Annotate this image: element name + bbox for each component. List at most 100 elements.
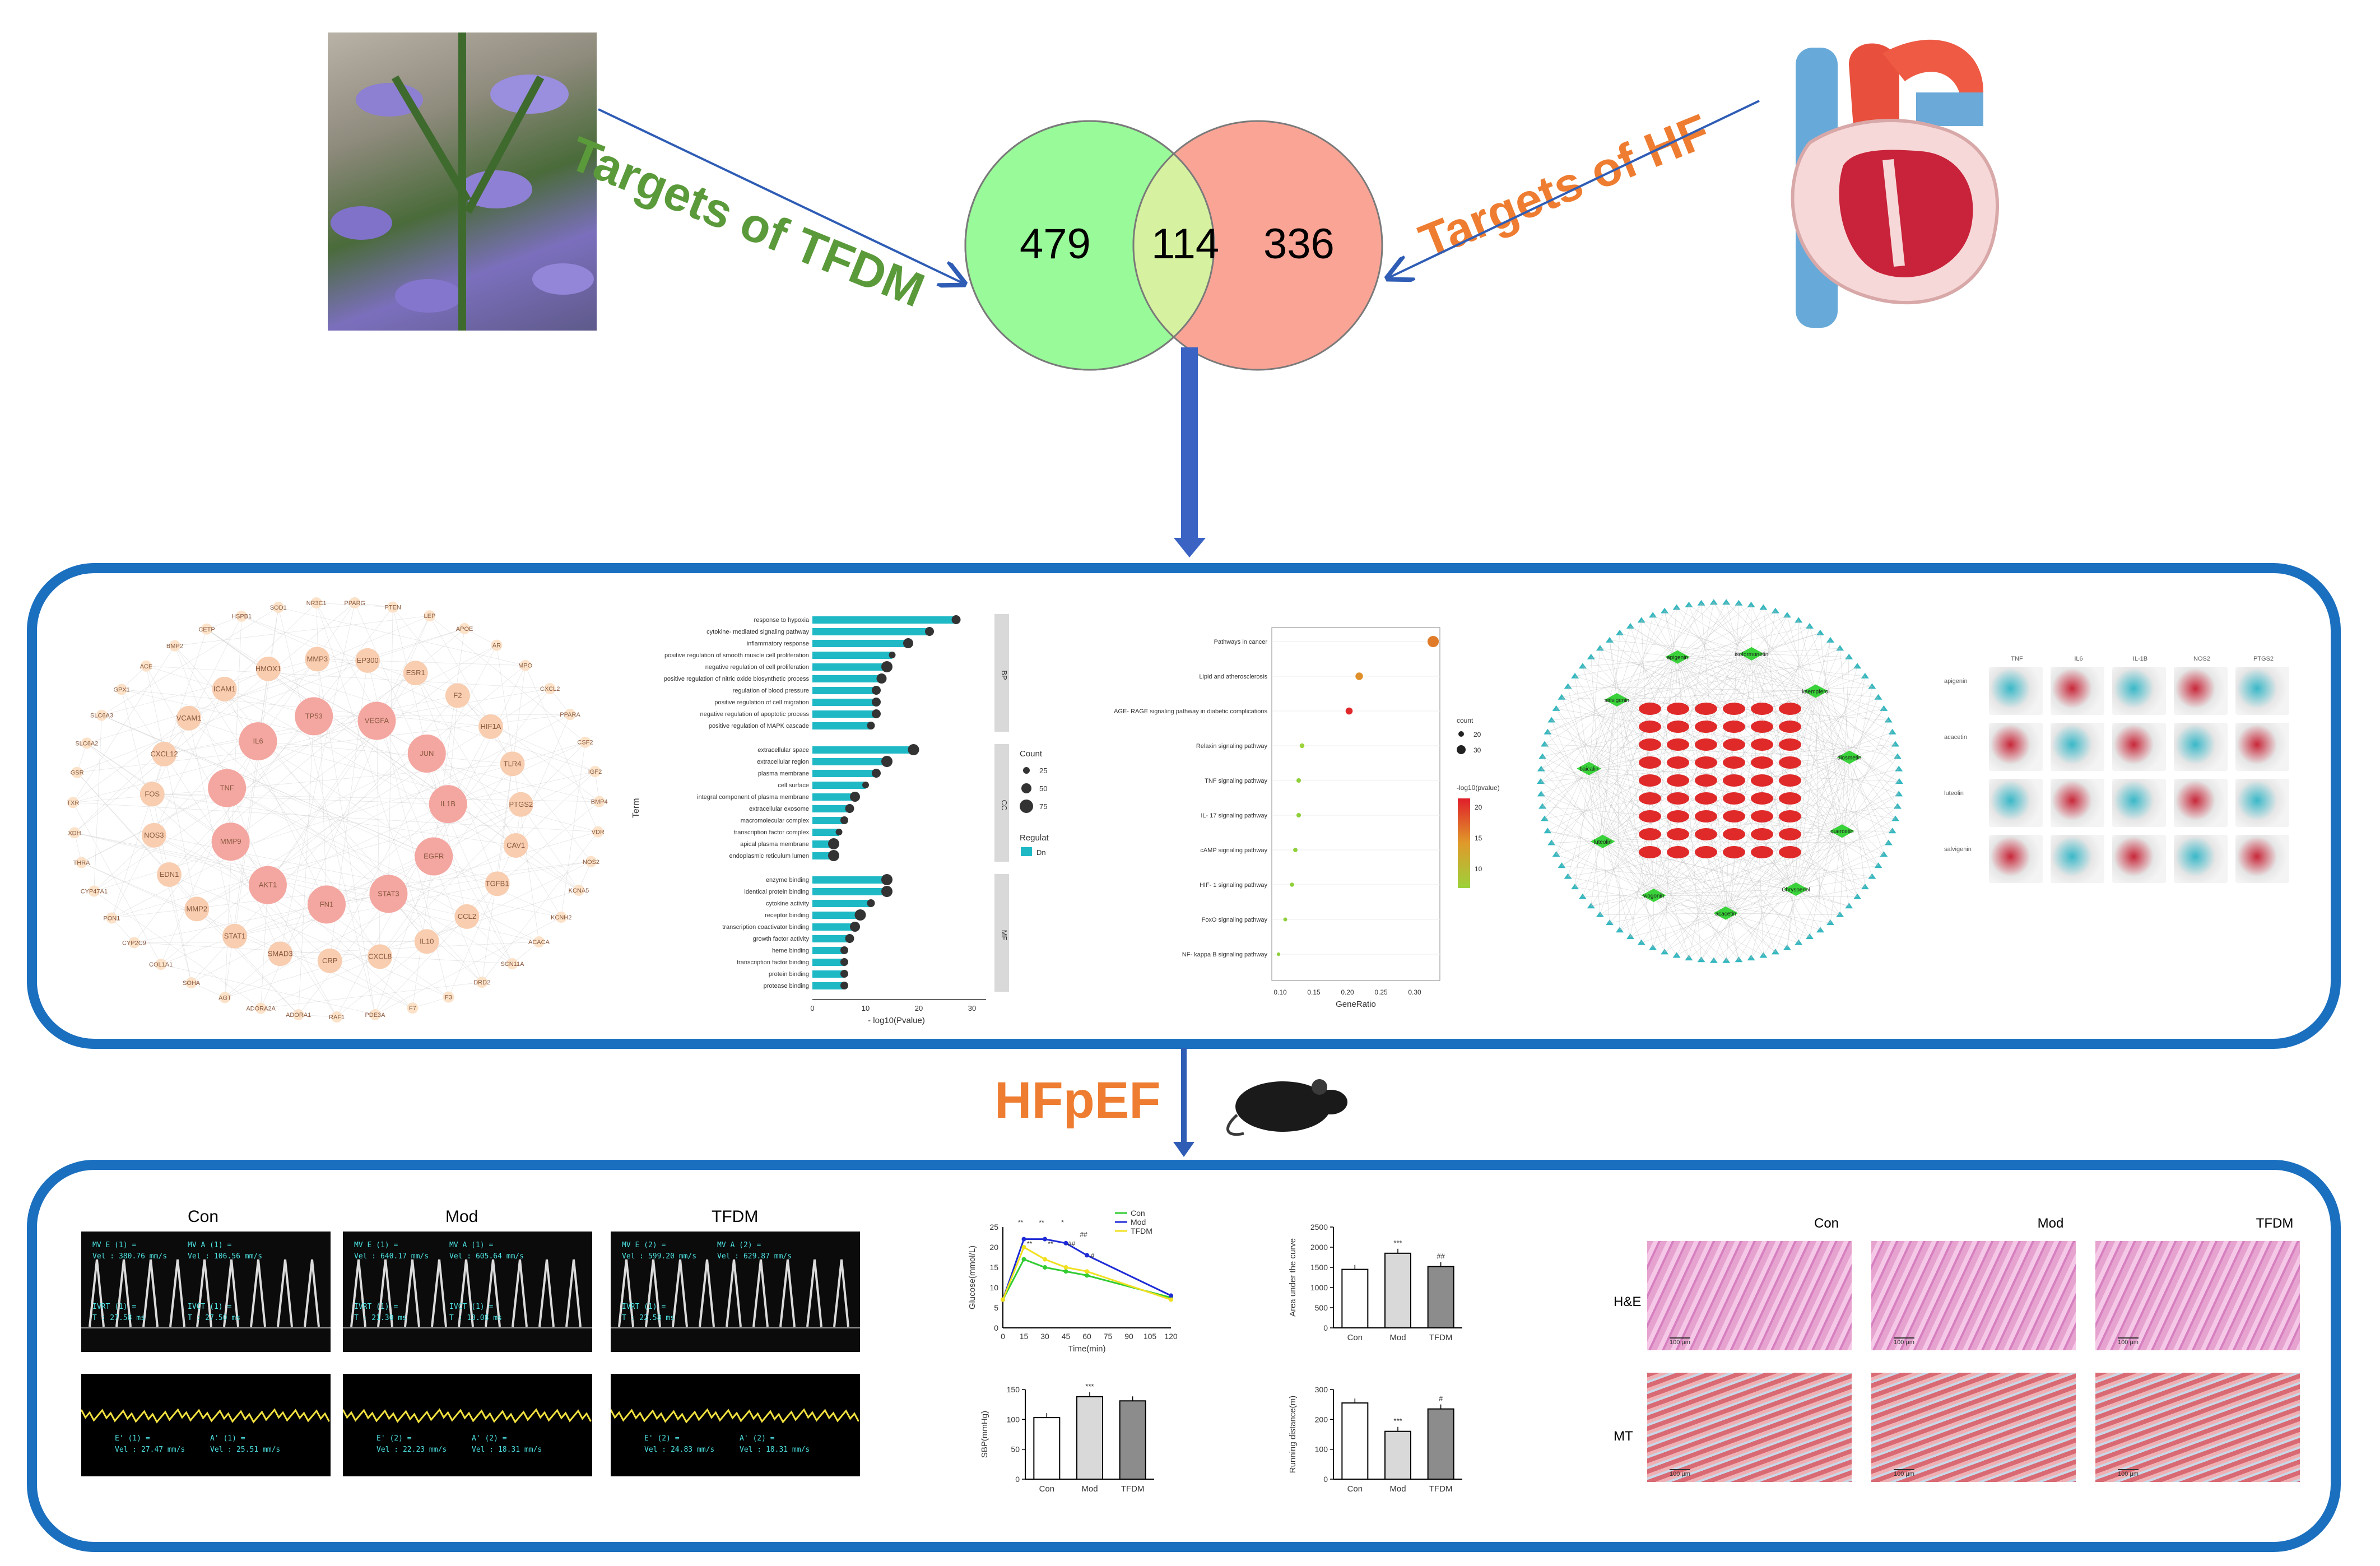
ppi-node bbox=[317, 948, 342, 973]
chart-y-tick-label: 25 bbox=[989, 1223, 998, 1232]
ppi-node bbox=[429, 785, 467, 824]
ppi-node-label: AR bbox=[492, 643, 501, 649]
ctn-hub-node bbox=[1695, 828, 1717, 840]
ppi-node-label: CXCL2 bbox=[540, 686, 560, 693]
ppi-edge bbox=[174, 645, 380, 957]
ppi-network: VEGFAJUNIL1BEGFRSTAT3FN1AKT1MMP9TNFIL6TP… bbox=[67, 597, 608, 1023]
ctn-compound-node bbox=[1577, 761, 1602, 775]
ctn-target-node bbox=[1893, 753, 1902, 759]
ctn-edge bbox=[1726, 819, 1896, 914]
chart-significance-label: ## bbox=[1437, 1252, 1445, 1261]
ctn-edge bbox=[1547, 732, 1654, 896]
ppi-edge bbox=[280, 602, 355, 954]
ctn-target-node bbox=[1735, 600, 1743, 606]
ctn-edge bbox=[1568, 699, 1617, 877]
chart-legend-label: TFDM bbox=[1131, 1226, 1152, 1235]
ppi-edge bbox=[77, 660, 368, 773]
ppi-edge bbox=[94, 891, 261, 1009]
ppi-node-label: PPARG bbox=[344, 600, 365, 607]
ppi-edge bbox=[121, 689, 165, 755]
ppi-edge bbox=[81, 862, 281, 954]
echo-measurement-text: T : 27.50 ms bbox=[188, 1314, 240, 1322]
ctn-hub-node bbox=[1779, 846, 1801, 858]
ppi-node-label: NOS2 bbox=[583, 859, 599, 866]
dock-row-label: luteolin bbox=[1944, 790, 1964, 797]
ctn-compound-label: quercetin bbox=[1830, 829, 1853, 835]
ppi-edge bbox=[94, 835, 155, 891]
ctn-edge bbox=[1616, 699, 1653, 948]
ctn-edge bbox=[1542, 756, 1796, 890]
ctn-edge bbox=[1787, 615, 1843, 831]
echo-doppler-panel bbox=[343, 1232, 592, 1352]
ppi-node bbox=[593, 796, 605, 807]
ppi-node-label: ESR1 bbox=[406, 668, 425, 677]
ctn-edge bbox=[1849, 757, 1896, 819]
ctn-edge bbox=[1751, 653, 1899, 794]
chart-y-tick-label: 300 bbox=[1315, 1385, 1328, 1394]
ppi-edge bbox=[154, 659, 318, 836]
ppi-node-label: F7 bbox=[409, 1005, 416, 1012]
ppi-edge bbox=[258, 741, 513, 764]
ctn-target-node bbox=[1893, 803, 1902, 809]
dock-structure-cell bbox=[2235, 835, 2289, 883]
histology-col-label: TFDM bbox=[2256, 1216, 2294, 1231]
ctn-hub-node bbox=[1779, 792, 1801, 805]
ppi-edge bbox=[258, 741, 598, 832]
chart-y-tick-label: 1500 bbox=[1310, 1263, 1328, 1272]
go-count-dot bbox=[876, 673, 887, 684]
ctn-edge bbox=[1556, 708, 1589, 769]
ctn-hub-node bbox=[1695, 756, 1717, 769]
compound-target-network: apigeninisoformonetinkaempferoldiosmetin… bbox=[1537, 599, 1903, 963]
ctn-hub-node bbox=[1667, 721, 1689, 733]
chart-y-tick-label: 2500 bbox=[1310, 1223, 1328, 1232]
ctn-hub-node bbox=[1639, 756, 1661, 769]
ppi-node-label: SOHA bbox=[183, 980, 201, 987]
kegg-pathway-label: Pathways in cancer bbox=[1214, 639, 1268, 645]
ctn-edge bbox=[1609, 889, 1796, 923]
ppi-node-label: ICAM1 bbox=[213, 685, 236, 693]
ctn-edge bbox=[1561, 841, 1603, 866]
ctn-edge bbox=[1653, 794, 1899, 896]
echo-measurement-text: IVCT (1) = bbox=[188, 1303, 232, 1311]
go-term-label: negative regulation of cell proliferatio… bbox=[705, 664, 809, 671]
echo-doppler-panel bbox=[611, 1232, 860, 1352]
ctn-edge bbox=[1726, 854, 1884, 914]
ctn-edge bbox=[1796, 843, 1889, 890]
ppi-node bbox=[169, 640, 180, 652]
ctn-edge bbox=[1541, 699, 1617, 769]
ctn-edge bbox=[1630, 626, 1850, 758]
go-term-axis-label: Term bbox=[631, 798, 641, 818]
ctn-edge bbox=[1677, 657, 1900, 782]
ctn-target-node bbox=[1537, 791, 1545, 797]
echo-measurement-text: A' (1) = bbox=[210, 1434, 245, 1443]
ctn-target-node bbox=[1672, 952, 1681, 958]
ppi-edge bbox=[72, 802, 161, 965]
ppi-edge bbox=[101, 715, 561, 918]
chart-y-tick-label: 5 bbox=[994, 1303, 998, 1312]
ppi-edge bbox=[234, 884, 498, 937]
ppi-node bbox=[403, 661, 428, 686]
kegg-p-title: -log10(pvalue) bbox=[1457, 784, 1500, 792]
ppi-node bbox=[369, 1009, 381, 1020]
ctn-edge bbox=[1544, 819, 1726, 914]
ppi-node bbox=[491, 639, 503, 651]
echo-measurement-text: E' (1) = bbox=[115, 1434, 150, 1443]
chart-bar bbox=[1427, 1408, 1454, 1480]
ppi-node bbox=[96, 709, 108, 721]
ctn-target-node bbox=[1626, 622, 1634, 629]
chart-bar bbox=[1341, 1268, 1369, 1328]
ppi-node bbox=[292, 1009, 304, 1021]
ppi-node bbox=[156, 862, 182, 887]
ctn-edge bbox=[1849, 708, 1884, 758]
ctn-edge bbox=[1787, 691, 1816, 948]
ctn-edge bbox=[1796, 732, 1893, 890]
ctn-compound-label: isoformonetin bbox=[1735, 652, 1768, 658]
kegg-tick-label: 0.15 bbox=[1307, 988, 1321, 996]
ctn-edge bbox=[1751, 889, 1796, 959]
kegg-pathway-label: HIF- 1 signaling pathway bbox=[1200, 882, 1268, 889]
go-count-dot bbox=[872, 698, 881, 707]
ctn-hub-node bbox=[1779, 738, 1801, 751]
ctn-edge bbox=[1589, 768, 1866, 887]
go-bar bbox=[812, 687, 876, 694]
